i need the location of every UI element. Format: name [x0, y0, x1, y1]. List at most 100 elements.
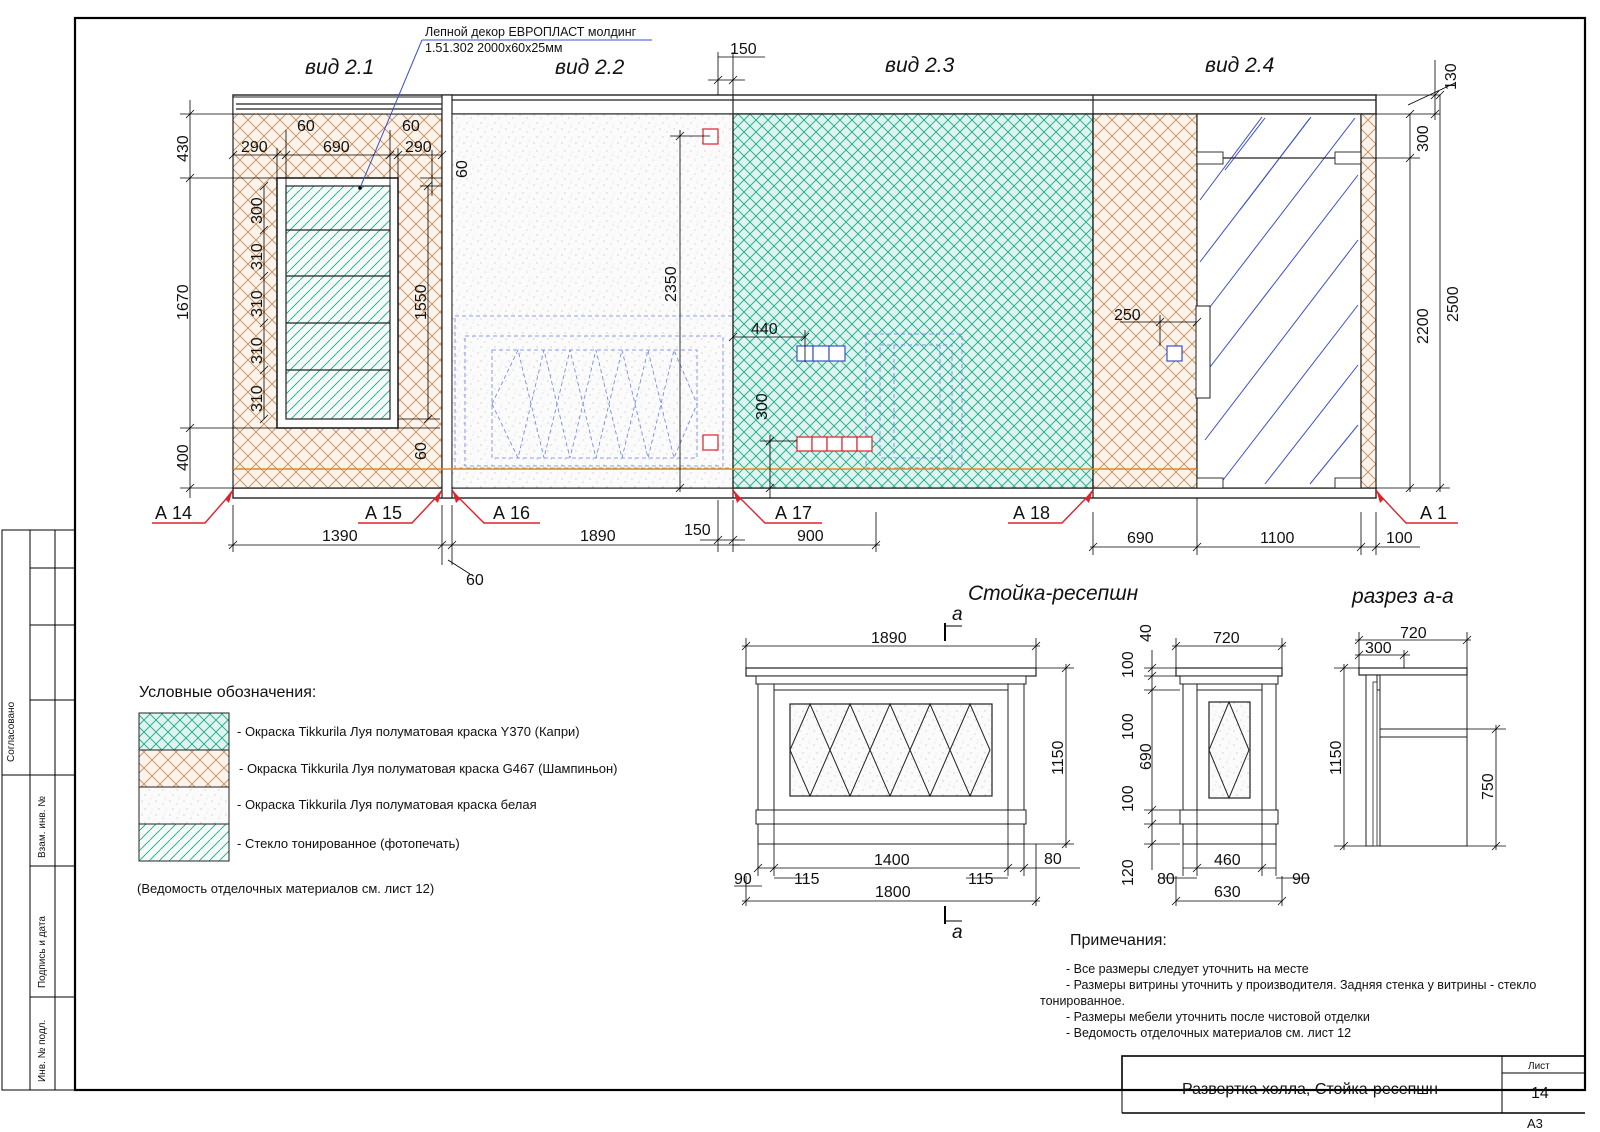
side-dim-100-c: 100 — [1120, 785, 1137, 812]
dim-2200: 2200 — [1415, 308, 1432, 344]
dim-300-right: 300 — [1415, 125, 1432, 152]
dim-310-c: 310 — [249, 337, 266, 364]
vitrine-glass — [285, 185, 391, 420]
side-dim-100-b: 100 — [1120, 713, 1137, 740]
note-line-3: тонированное. — [1040, 994, 1125, 1008]
dim-310-b: 310 — [249, 290, 266, 317]
legend-footnote: (Ведомость отделочных материалов см. лис… — [137, 881, 434, 896]
dimensions-right: 300 2200 2500 — [1361, 90, 1462, 493]
section-cut-marks: а а — [944, 604, 963, 943]
sheet-label: Лист — [1528, 1061, 1550, 1072]
dim-440: 440 — [751, 321, 778, 338]
reception-side-dims: 720 40 100 100 690 100 120 460 80 90 — [1120, 624, 1310, 906]
dim-60-c: 60 — [454, 160, 471, 178]
dim-100: 100 — [1386, 530, 1413, 547]
section-dim-1150: 1150 — [1328, 740, 1345, 775]
sheet-number: 14 — [1531, 1085, 1549, 1102]
section-dim-720: 720 — [1400, 625, 1427, 642]
side-dim-120: 120 — [1120, 859, 1137, 886]
dim-250: 250 — [1114, 307, 1141, 324]
dim-1100: 1100 — [1260, 530, 1295, 547]
dim-900: 900 — [797, 528, 824, 545]
reception-side-view — [1175, 667, 1283, 845]
dim-690-bottom: 690 — [1127, 530, 1154, 547]
dim-150-bottom: 150 — [684, 522, 711, 539]
section-dim-300: 300 — [1365, 640, 1392, 657]
reception-dim-1890: 1890 — [871, 630, 907, 647]
side-dim-460: 460 — [1214, 852, 1241, 869]
reception-title: Стойка-ресепшн — [968, 582, 1139, 605]
dim-300-window: 300 — [249, 197, 266, 224]
legend-swatch-teal — [138, 712, 230, 751]
molding-callout-line2: 1.51.302 2000х60х25мм — [425, 41, 562, 55]
legend-swatch-brown — [138, 749, 230, 788]
dim-310-d: 310 — [249, 385, 266, 412]
dim-1890-bottom: 1890 — [580, 528, 616, 545]
door-handle — [1195, 305, 1211, 399]
wall-2-4-brown — [1092, 113, 1198, 489]
notes: Примечания: - Все размеры следует уточни… — [1040, 932, 1536, 1040]
section-title: разрез а-а — [1351, 585, 1454, 608]
side-podpis-label: Подпись и дата — [37, 916, 48, 988]
dim-400: 400 — [175, 444, 192, 471]
reception-dim-115-b: 115 — [968, 871, 994, 888]
legend-title: Условные обозначения: — [139, 684, 316, 701]
dim-60-b: 60 — [402, 118, 420, 135]
dim-2350: 2350 — [663, 266, 680, 302]
reception-section-dims: 720 300 1150 750 — [1328, 625, 1506, 851]
marker-a15: А 15 — [365, 503, 402, 523]
glass-door-2-4 — [1196, 113, 1362, 489]
dim-290-b: 290 — [405, 139, 432, 156]
view-title-2-4: вид 2.4 — [1205, 54, 1274, 77]
outlets-red — [702, 128, 873, 452]
marker-a1: А 1 — [1420, 503, 1447, 523]
legend-swatch-white — [138, 786, 230, 825]
reception-section-view — [1358, 667, 1468, 847]
dim-60-a: 60 — [297, 118, 315, 135]
reception-dim-1150: 1150 — [1050, 740, 1067, 775]
dim-300-outlet: 300 — [754, 393, 771, 420]
dim-60-e: 60 — [466, 572, 484, 589]
side-dim-90: 90 — [1292, 871, 1310, 888]
sheet-format: А3 — [1527, 1116, 1543, 1131]
wall-2-2-white — [451, 113, 734, 489]
dim-2500: 2500 — [1445, 286, 1462, 322]
dimensions-window: 300 310 310 310 310 1550 60 — [249, 181, 440, 460]
dim-290-a: 290 — [241, 139, 268, 156]
side-vzam-label: Взам. инв. № — [37, 796, 48, 858]
note-line-5: - Ведомость отделочных материалов см. ли… — [1066, 1026, 1351, 1040]
dim-1390: 1390 — [322, 528, 358, 545]
legend: Условные обозначения: - Окраска Tikkuril… — [137, 684, 618, 896]
side-dim-690: 690 — [1138, 743, 1155, 770]
view-title-2-2: вид 2.2 — [555, 56, 625, 79]
dim-310-a: 310 — [249, 243, 266, 270]
side-strip: Согласовано Взам. инв. № Подпись и дата … — [1, 529, 76, 1091]
molding-callout: Лепной декор ЕВРОПЛАСТ молдинг 1.51.302 … — [358, 25, 652, 190]
marker-a18: А 18 — [1013, 503, 1050, 523]
side-dim-720: 720 — [1213, 630, 1240, 647]
title-block: Развертка холла, Стойка-ресепшн Лист 14 … — [1121, 1055, 1586, 1131]
dim-1550: 1550 — [413, 284, 430, 320]
reception-front-view — [745, 667, 1037, 845]
dim-130: 130 — [1443, 63, 1460, 90]
wall-2-3-teal — [732, 113, 1094, 489]
section-dim-750: 750 — [1480, 773, 1497, 800]
reception-dim-115-a: 115 — [794, 871, 820, 888]
marker-a17: А 17 — [775, 503, 812, 523]
dimensions-bottom: 1390 60 1890 150 900 690 1100 100 — [228, 498, 1420, 589]
legend-item-glass: - Стекло тонированное (фотопечать) — [237, 836, 460, 851]
legend-swatch-glass — [138, 823, 230, 862]
section-mark-bottom: а — [952, 922, 963, 943]
note-line-2: - Размеры витрины уточнить у производите… — [1066, 978, 1536, 992]
reception-dim-1400: 1400 — [874, 852, 910, 869]
dim-690: 690 — [323, 139, 350, 156]
side-dim-80: 80 — [1157, 871, 1175, 888]
marker-a14: А 14 — [155, 503, 192, 523]
legend-item-teal: - Окраска Tikkurila Луя полуматовая крас… — [237, 724, 580, 739]
side-inv-label: Инв. № подл. — [37, 1020, 48, 1082]
marker-a16: А 16 — [493, 503, 530, 523]
reception-front-dims: 1890 1150 1400 80 90 115 115 1800 — [734, 630, 1080, 906]
view-title-2-1: вид 2.1 — [305, 56, 374, 79]
view-title-2-3: вид 2.3 — [885, 54, 955, 77]
